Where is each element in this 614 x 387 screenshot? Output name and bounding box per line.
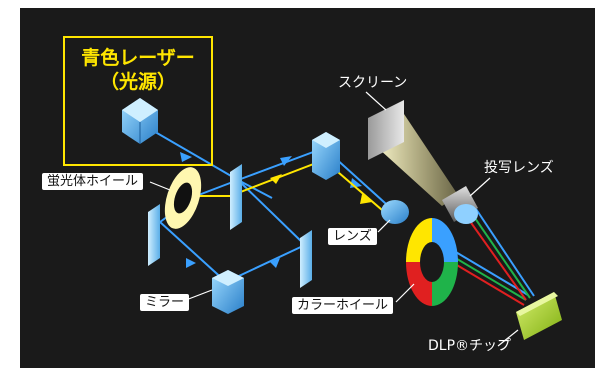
top-mirror	[312, 132, 340, 180]
left-mirror	[148, 204, 160, 266]
screen-label: スクリーン	[338, 75, 408, 91]
laser-title-line1: 青色レーザー	[81, 47, 195, 69]
dlp-chip	[516, 292, 562, 340]
projection-lens-label: 投写レンズ	[484, 160, 554, 176]
color-wheel-label: カラーホイール	[292, 297, 394, 314]
yellow-beam-arrows	[270, 174, 372, 204]
dichroic-mirror	[230, 164, 242, 230]
blue-laser-cube	[122, 98, 158, 144]
laser-title-line2: （光源）	[99, 71, 176, 93]
screen	[368, 100, 404, 160]
condenser-lens	[381, 200, 409, 224]
lens-label: レンズ	[328, 228, 377, 245]
bottom-mirror	[212, 270, 244, 314]
laser-source-title: 青色レーザー （光源）	[65, 46, 211, 94]
dlp-chip-label: DLP®チップ	[428, 338, 512, 354]
phosphor-wheel-label: 蛍光体ホイール	[42, 173, 144, 190]
phosphor-wheel	[164, 167, 202, 229]
right-mirror	[300, 230, 312, 288]
projection-lens	[442, 186, 478, 224]
laser-source-box: 青色レーザー （光源）	[63, 36, 213, 166]
blue-beam-arrows	[180, 152, 362, 268]
leader-lines	[149, 91, 519, 347]
color-wheel	[406, 218, 458, 306]
mirror-label: ミラー	[140, 294, 190, 311]
